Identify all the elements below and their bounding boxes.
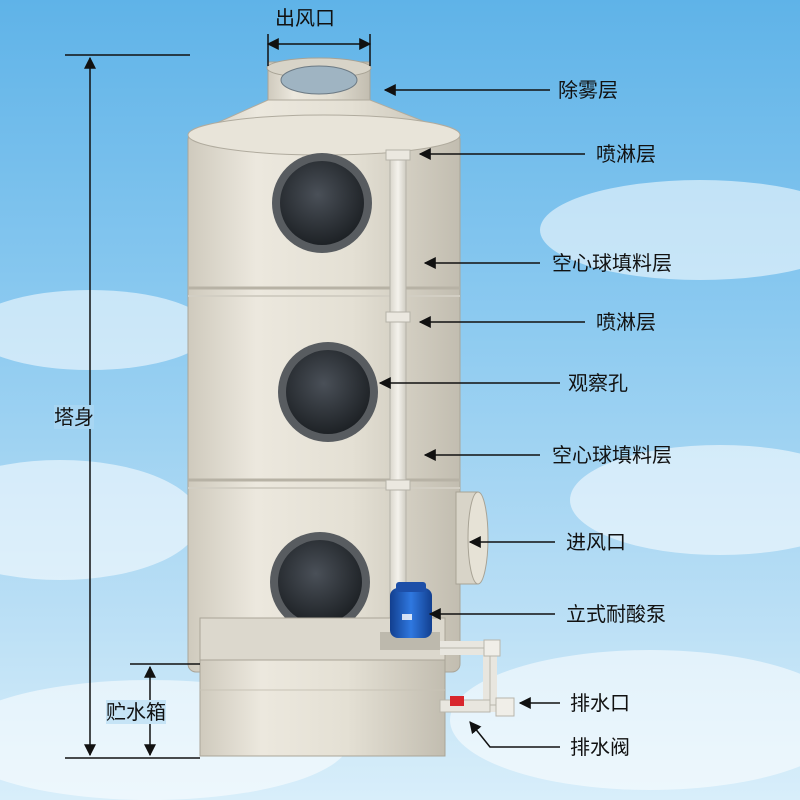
label-demister: 除雾层 [558, 78, 618, 102]
label-water-tank: 贮水箱 [106, 700, 166, 724]
viewport-window-middle [278, 342, 378, 442]
callout-arrows [378, 84, 585, 748]
viewport-window-bottom [270, 532, 370, 632]
label-drain-valve: 排水阀 [570, 735, 630, 759]
label-spray-top: 喷淋层 [596, 142, 656, 166]
label-tower-body: 塔身 [54, 405, 94, 429]
drain-pipe [439, 639, 515, 717]
label-pump: 立式耐酸泵 [566, 602, 666, 626]
label-packing-bottom: 空心球填料层 [552, 443, 672, 467]
air-inlet-duct [455, 491, 489, 585]
label-drain-outlet: 排水口 [570, 691, 630, 715]
acid-pump [380, 582, 440, 650]
label-outlet: 出风口 [275, 6, 335, 30]
drain-valve-handle [450, 696, 464, 706]
label-viewport: 观察孔 [568, 371, 628, 395]
label-spray-mid: 喷淋层 [596, 310, 656, 334]
spray-pipe [385, 149, 411, 621]
label-packing-top: 空心球填料层 [552, 251, 672, 275]
air-outlet-flange [266, 57, 372, 101]
viewport-window-top [272, 153, 372, 253]
label-inlet: 进风口 [566, 530, 626, 554]
